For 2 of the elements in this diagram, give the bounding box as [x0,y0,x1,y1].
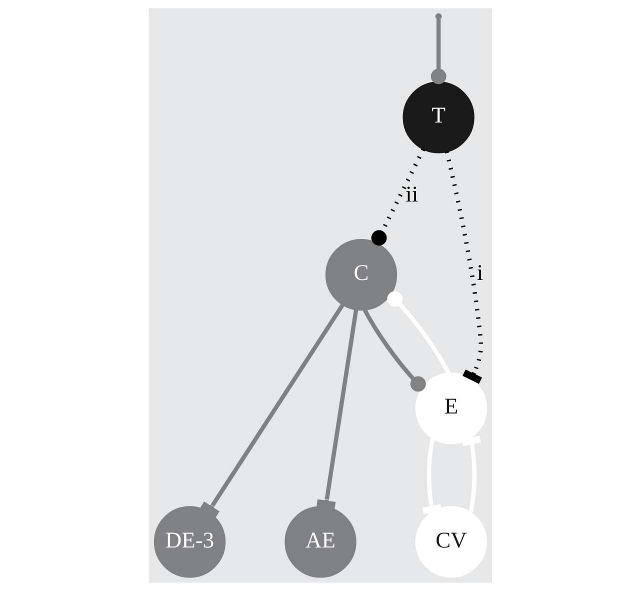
edge-label: i [476,260,484,286]
edge-label: ii [406,181,418,206]
